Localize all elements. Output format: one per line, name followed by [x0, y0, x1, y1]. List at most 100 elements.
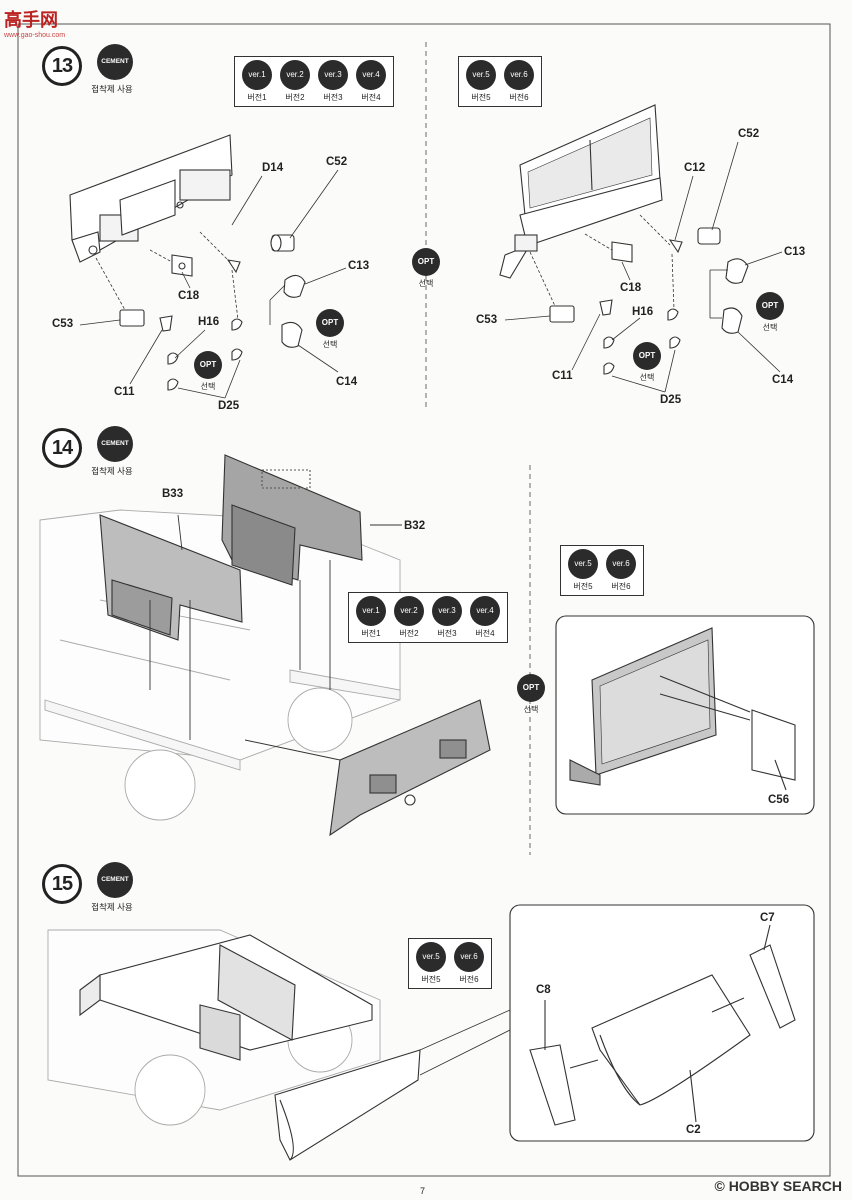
- cement-note: 접착제 사용: [91, 84, 133, 94]
- step14-b32: [221, 454, 363, 586]
- version-5: ver.5 버전5: [463, 60, 499, 103]
- step13-right-leaders: [504, 141, 783, 393]
- version-6-icon: ver.6: [504, 60, 534, 90]
- part-label: C11: [114, 386, 135, 398]
- version-1-icon: ver.1: [242, 60, 272, 90]
- step-13-right-version-box: ver.5 버전5 ver.6 버전6: [458, 56, 542, 107]
- step-13-cement-badge: CEMENT 접착제 사용: [91, 44, 135, 95]
- page-number: 7: [420, 1186, 426, 1196]
- opt-note: 선택: [418, 279, 434, 288]
- part-label: B33: [162, 488, 184, 500]
- cement-note: 접착제 사용: [91, 902, 133, 912]
- step-13-left-version-box: ver.1 버전1 ver.2 버전2 ver.3 버전3 ver.4 버전4: [234, 56, 394, 107]
- version-4-icon: ver.4: [470, 596, 500, 626]
- version-4-label: 버전4: [475, 629, 495, 638]
- cement-note: 접착제 사용: [91, 466, 133, 476]
- step15-body: [79, 934, 421, 1161]
- version-2: ver.2 버전2: [391, 596, 427, 639]
- opt-icon: OPT: [194, 351, 222, 379]
- version-3: ver.3 버전3: [429, 596, 465, 639]
- step14-arrows: [149, 514, 402, 761]
- site-watermark: 高手网 www.gao-shou.com: [4, 6, 65, 39]
- part-label: D14: [262, 162, 284, 174]
- version-3: ver.3 버전3: [315, 60, 351, 103]
- version-4: ver.4 버전4: [353, 60, 389, 103]
- hobby-search-logo: © HOBBY SEARCH: [714, 1178, 842, 1194]
- version-1-label: 버전1: [361, 629, 381, 638]
- version-5-icon: ver.5: [416, 942, 446, 972]
- version-6-icon: ver.6: [454, 942, 484, 972]
- opt-note: 선택: [762, 323, 778, 332]
- part-label: C2: [686, 1124, 701, 1136]
- version-5: ver.5 버전5: [413, 942, 449, 985]
- version-3-icon: ver.3: [318, 60, 348, 90]
- part-label: C52: [738, 128, 760, 140]
- step-15-cement-badge: CEMENT 접착제 사용: [91, 862, 135, 913]
- step-14-number: 14: [42, 428, 82, 468]
- part-label: C12: [684, 162, 706, 174]
- version-5-icon: ver.5: [466, 60, 496, 90]
- step14-plate: [329, 699, 491, 837]
- version-4-icon: ver.4: [356, 60, 386, 90]
- version-6-label: 버전6: [509, 93, 529, 102]
- version-2-icon: ver.2: [280, 60, 310, 90]
- step13-left-plate: [69, 134, 233, 263]
- step-15-version-box: ver.5 버전5 ver.6 버전6: [408, 938, 492, 989]
- page-frame: [17, 23, 831, 1177]
- cement-icon: CEMENT: [97, 862, 133, 898]
- version-1-icon: ver.1: [356, 596, 386, 626]
- version-1-label: 버전1: [247, 93, 267, 102]
- version-3-label: 버전3: [323, 93, 343, 102]
- step-13-number: 13: [42, 46, 82, 86]
- version-3-icon: ver.3: [432, 596, 462, 626]
- part-label: C18: [178, 290, 200, 302]
- version-6-label: 버전6: [459, 975, 479, 984]
- part-label: D25: [218, 400, 240, 412]
- part-label: C18: [620, 282, 642, 294]
- version-4-label: 버전4: [361, 93, 381, 102]
- part-label: B32: [404, 520, 426, 532]
- version-1: ver.1 버전1: [239, 60, 275, 103]
- copyright-mark: ©: [714, 1178, 725, 1194]
- opt-icon: OPT: [756, 292, 784, 320]
- step-14-version-box: ver.1 버전1 ver.2 버전2 ver.3 버전3 ver.4 버전4: [348, 592, 508, 643]
- version-2-label: 버전2: [399, 629, 419, 638]
- part-label: C14: [336, 376, 358, 388]
- version-4: ver.4 버전4: [467, 596, 503, 639]
- opt-icon: OPT: [412, 248, 440, 276]
- part-label: C7: [760, 912, 775, 924]
- footer-brand: HOBBY SEARCH: [728, 1178, 842, 1194]
- step-15-number: 15: [42, 864, 82, 904]
- version-2-label: 버전2: [285, 93, 305, 102]
- step15-leader: [419, 1009, 511, 1076]
- step-13-opt-badge: OPT 선택: [411, 248, 441, 289]
- part-label: C52: [326, 156, 348, 168]
- part-label: C11: [552, 370, 573, 382]
- version-5-label: 버전5: [471, 93, 491, 102]
- opt-icon: OPT: [316, 309, 344, 337]
- part-label: C13: [784, 246, 806, 258]
- step13-right-parts: [549, 227, 749, 375]
- step-14-opt-badge: OPT 선택: [516, 674, 546, 715]
- watermark-url: www.gao-shou.com: [4, 32, 66, 39]
- version-3-label: 버전3: [437, 629, 457, 638]
- opt-note: 선택: [523, 705, 539, 714]
- version-2-icon: ver.2: [394, 596, 424, 626]
- version-5-label: 버전5: [421, 975, 441, 984]
- cement-icon: CEMENT: [97, 44, 133, 80]
- step14-inset: [555, 615, 815, 815]
- part-label: C53: [52, 318, 74, 330]
- step15-inset: [509, 904, 815, 1142]
- part-label: C14: [772, 374, 794, 386]
- version-2: ver.2 버전2: [277, 60, 313, 103]
- opt-note: 선택: [322, 340, 338, 349]
- part-label: C13: [348, 260, 370, 272]
- part-label: C53: [476, 314, 498, 326]
- part-label: H16: [198, 316, 220, 328]
- opt-note: 선택: [200, 382, 216, 391]
